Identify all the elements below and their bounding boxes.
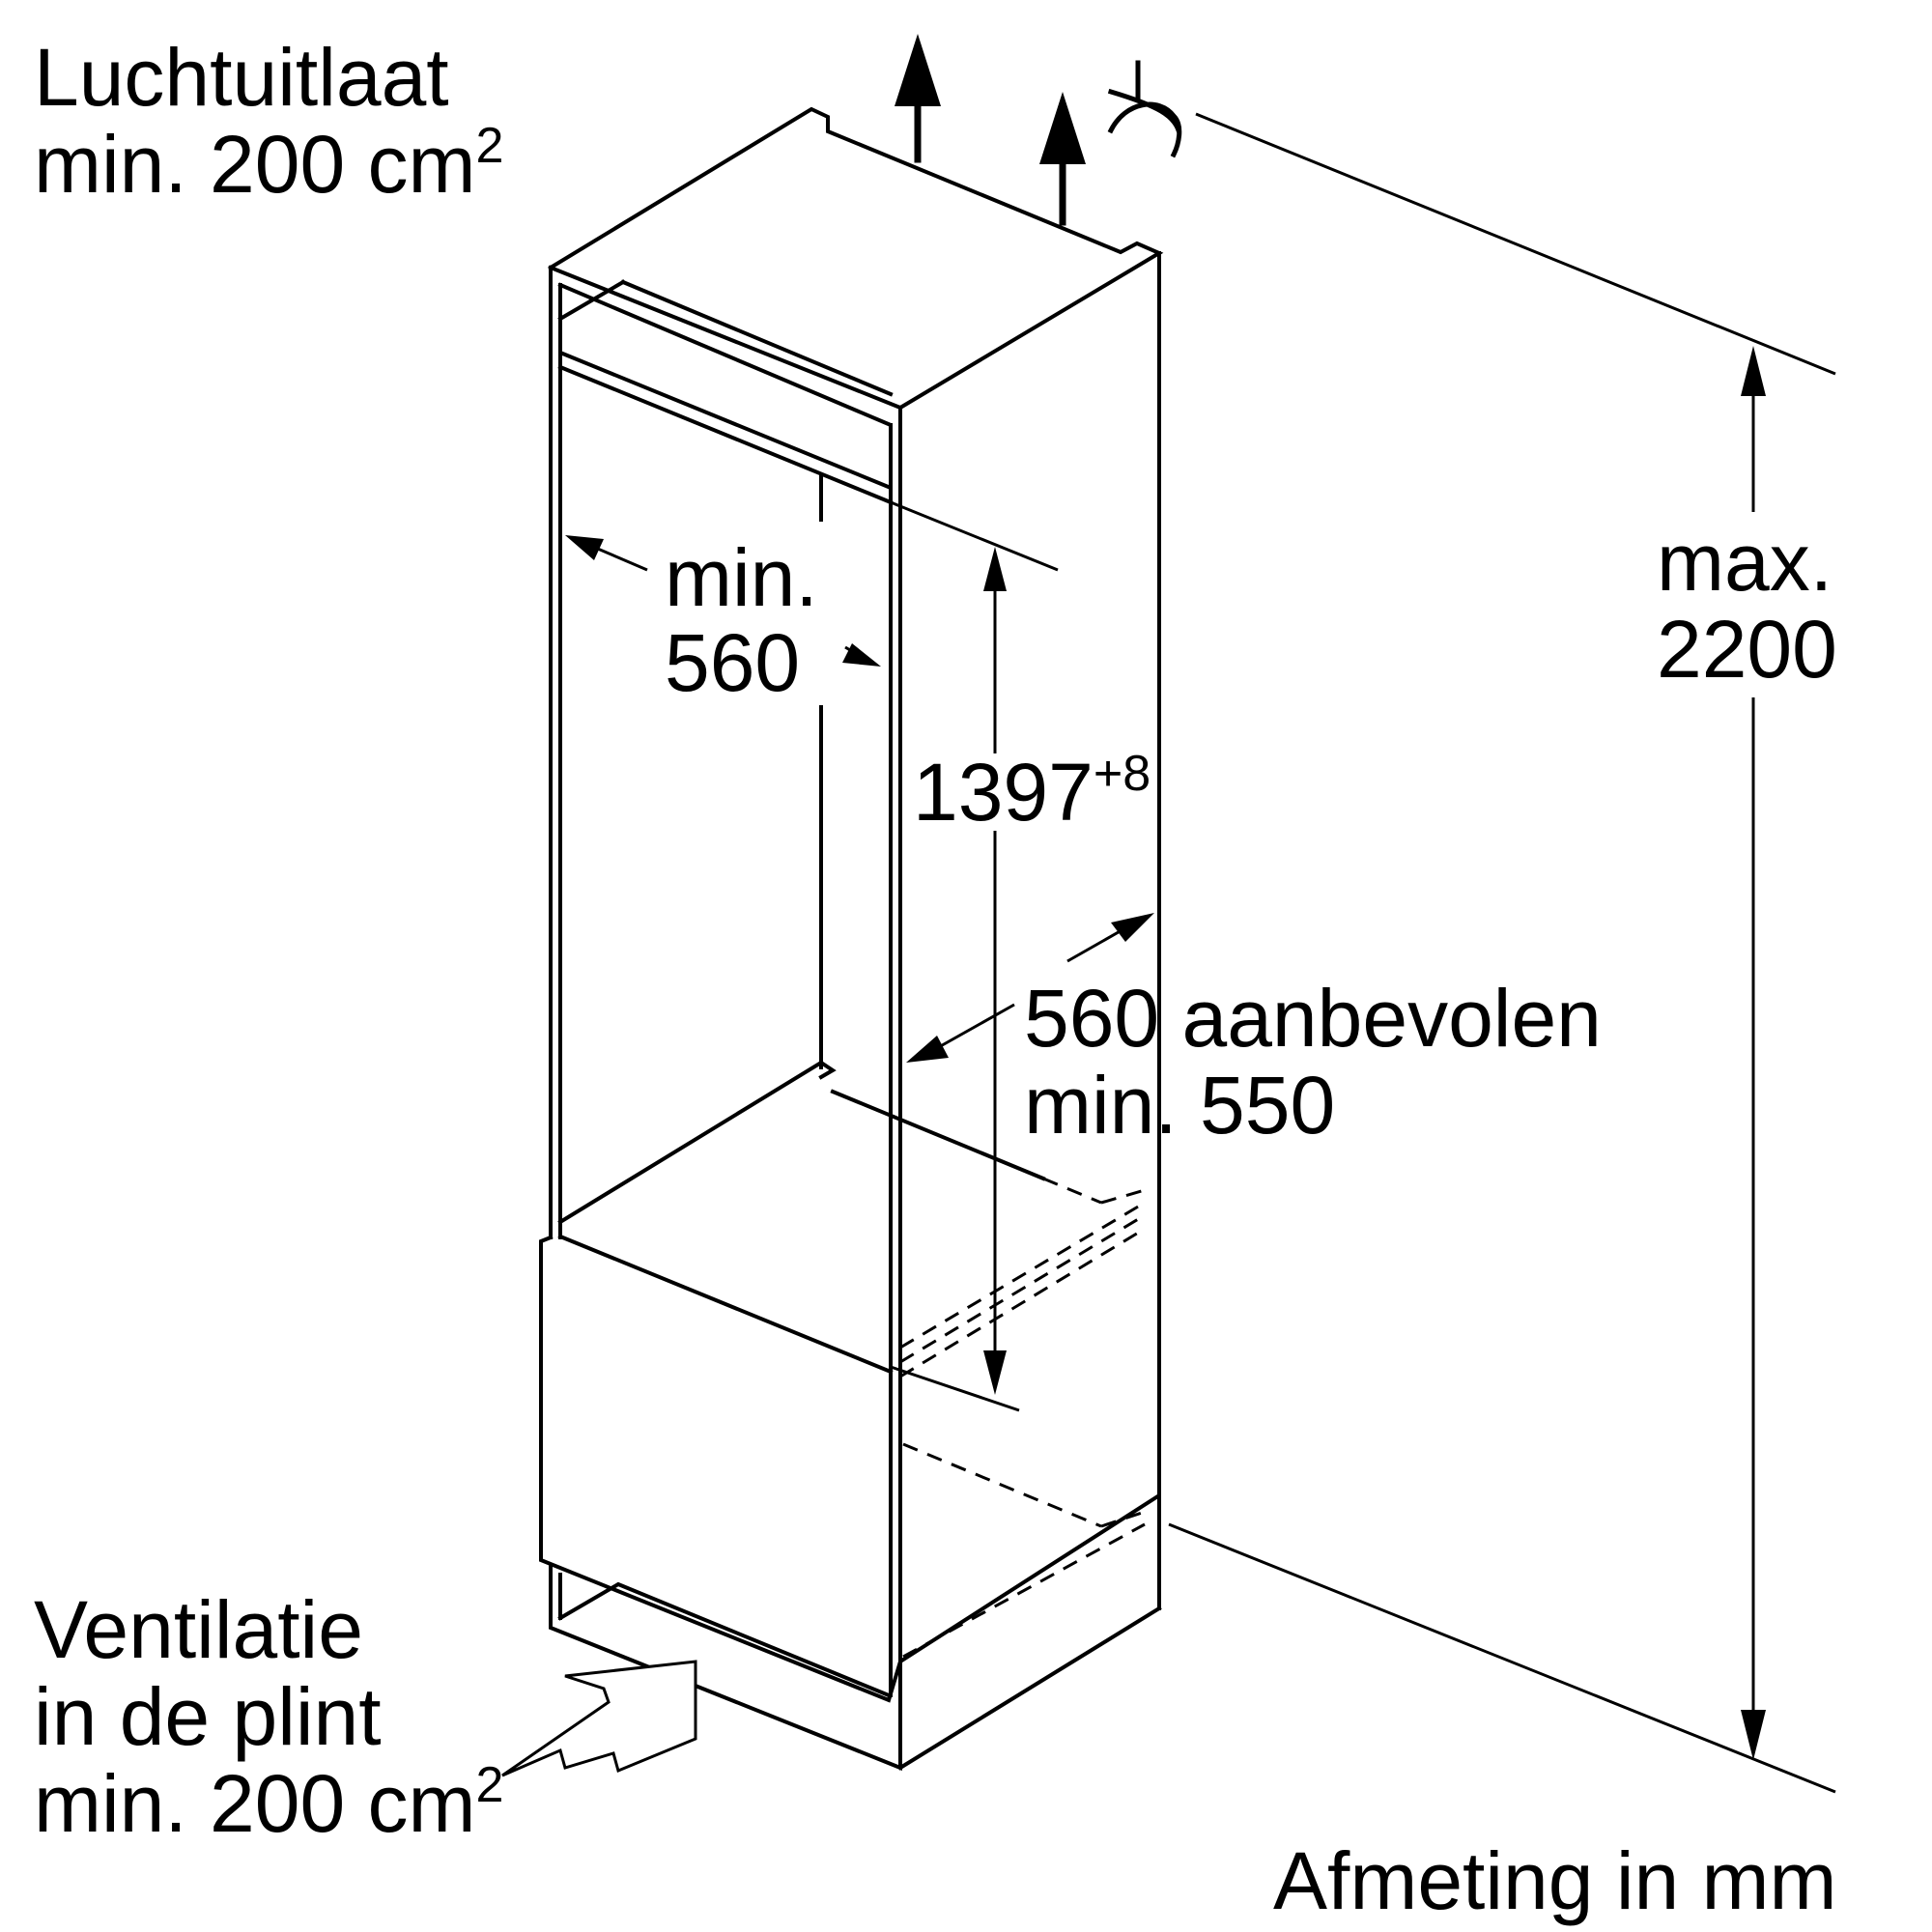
- niche-depth-label: 560 aanbevolen min. 550: [1024, 978, 1602, 1146]
- max-height-dimension: [1168, 112, 1836, 1794]
- max-height-value: 2200: [1657, 604, 1837, 695]
- plinth-air-inlet-arrow: [501, 1660, 697, 1777]
- niche-width-prefix: min.: [665, 532, 818, 623]
- cabinet-outline: [539, 106, 1164, 1771]
- plinth-ventilation-area: min. 200 cm: [34, 1758, 476, 1849]
- air-outlet-area: min. 200 cm: [34, 119, 476, 210]
- niche-width-label: min. 560: [665, 537, 818, 703]
- niche-height-label: 1397+8: [913, 749, 1151, 833]
- max-height-label: max. 2200: [1657, 522, 1837, 690]
- plinth-ventilation-location: in de plint: [34, 1671, 382, 1762]
- plinth-ventilation-area-unit-exponent: 2: [475, 1757, 504, 1814]
- power-cable-icon: [1107, 60, 1182, 158]
- plinth-ventilation-title: Ventilatie: [34, 1584, 363, 1675]
- air-outlet-area-unit-exponent: 2: [475, 118, 504, 175]
- air-outlet-label: Luchtuitlaat min. 200 cm2: [34, 37, 503, 205]
- niche-height-tolerance: +8: [1093, 746, 1151, 803]
- air-outlet-title: Luchtuitlaat: [34, 32, 449, 123]
- max-height-prefix: max.: [1657, 517, 1833, 608]
- niche-depth-recommended: 560 aanbevolen: [1024, 973, 1602, 1064]
- niche-height-dimension: [890, 500, 1059, 1412]
- niche-width-dimension: [565, 535, 881, 667]
- niche-width-value: 560: [665, 617, 801, 708]
- air-outlet-arrows: [895, 34, 1086, 226]
- niche-depth-minimum: min. 550: [1024, 1060, 1336, 1151]
- plinth-ventilation-label: Ventilatie in de plint min. 200 cm2: [34, 1589, 503, 1844]
- niche-height-value: 1397: [913, 747, 1094, 838]
- units-note: Afmeting in mm: [1273, 1835, 1837, 1926]
- niche-depth-dimension: [906, 253, 1161, 1188]
- hidden-appliance-edges: [899, 1177, 1146, 1659]
